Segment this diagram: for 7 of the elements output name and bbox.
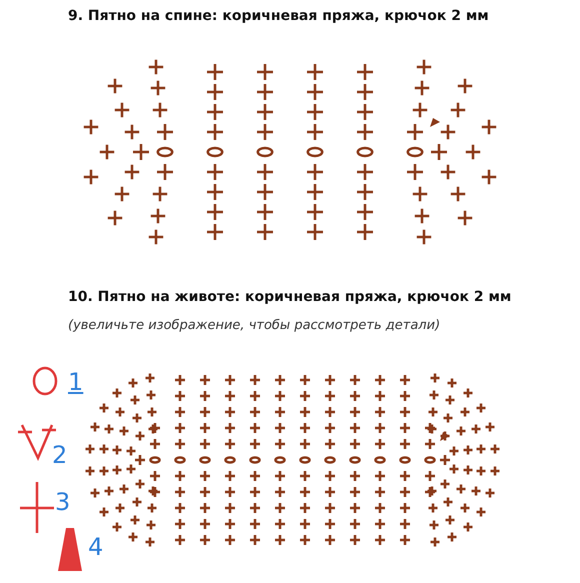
section-heading: 10. Пятно на животе: коричневая пряжа, крючок 2 мм [68, 289, 512, 305]
legend-number: 4 [88, 535, 104, 559]
section-heading: 9. Пятно на спине: коричневая пряжа, крючок 2 мм [68, 8, 489, 24]
legend-number: 2 [52, 443, 68, 467]
legend-number: 1 [68, 370, 84, 394]
note-text: (увеличьте изображение, чтобы рассмотреть детали) [68, 318, 440, 333]
legend-number: 3 [55, 490, 70, 514]
